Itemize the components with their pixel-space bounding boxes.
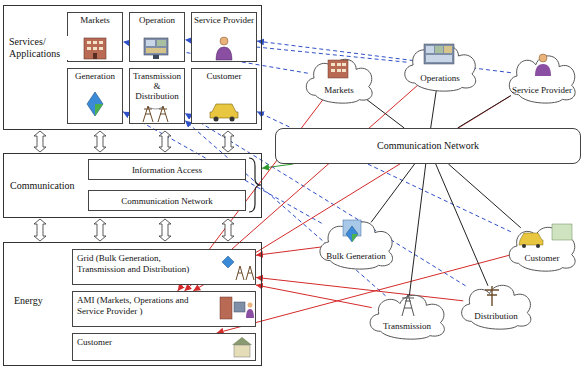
cloud-outline — [462, 285, 531, 329]
cloud-outline — [306, 59, 372, 103]
node-label: Communication Network — [377, 140, 479, 152]
node-label: Transmission & Distribution — [131, 71, 183, 101]
layer-double-arrow — [159, 219, 171, 241]
cloud-outline — [503, 220, 581, 272]
customer-car-icon — [210, 104, 238, 122]
service-box: Transmission & Distribution — [129, 68, 185, 124]
markets-cloud-icon — [328, 60, 348, 78]
grid-icons — [222, 256, 254, 280]
node-label: Grid (Bulk Generation, Transmission and … — [77, 253, 209, 275]
operation-screen-icon — [144, 38, 168, 59]
cloud-outline — [503, 48, 581, 104]
flow-arrow — [256, 247, 322, 255]
transmission-cloud-icon — [402, 294, 414, 316]
market-building-icon — [84, 38, 106, 59]
operations-cloud-icon — [424, 44, 454, 64]
service-box: Markets — [67, 12, 123, 62]
layer-label: Energy — [13, 295, 44, 307]
node-label: Communication Network — [121, 196, 213, 206]
cloud-outline — [509, 56, 575, 103]
network-link — [409, 164, 425, 296]
domain-cloud: Distribution — [455, 278, 537, 330]
node-label: Distribution — [474, 311, 518, 321]
curly-bracket — [249, 158, 261, 212]
domain-cloud: Customer — [503, 220, 581, 272]
layer-box: Information AccessCommunication Network C… — [3, 153, 262, 218]
layer-double-arrow — [94, 219, 106, 241]
node-label: Information Access — [132, 165, 202, 175]
service-box: Generation — [67, 68, 123, 124]
node-label: Customer — [77, 337, 209, 348]
layer-label: Services/ Applications — [8, 36, 72, 60]
layer-double-arrow — [94, 131, 106, 152]
network-bar: Communication Network — [275, 128, 581, 164]
layer-double-arrow — [222, 131, 234, 152]
energy-box: Customer — [72, 333, 256, 361]
network-link — [458, 96, 511, 128]
service-box: Operation — [129, 12, 185, 62]
cloud-outline — [313, 214, 399, 270]
cloud-outline — [509, 227, 575, 271]
layer-double-arrow — [159, 131, 171, 152]
cloud-outline — [405, 46, 476, 92]
network-link — [364, 97, 405, 128]
domain-cloud: Markets — [300, 52, 378, 104]
node-label: Markets — [324, 85, 354, 95]
distribution-cloud-icon — [485, 286, 499, 306]
layer-box: Grid (Bulk Generation, Transmission and … — [3, 242, 262, 366]
layer-label: Communication — [9, 180, 75, 192]
layer-double-arrow — [34, 131, 46, 152]
domain-cloud: Service Provider — [503, 48, 581, 104]
flow-arrow — [256, 277, 463, 300]
domain-cloud: Transmission — [363, 288, 451, 340]
service-provider-cloud-icon — [535, 54, 551, 76]
node-label: Service Provider — [512, 85, 572, 95]
energy-box: Grid (Bulk Generation, Transmission and … — [72, 249, 256, 285]
transmission-tower-icon — [143, 106, 168, 122]
service-provider-person-icon — [216, 37, 232, 60]
node-label: Customer — [525, 253, 560, 263]
network-link — [431, 85, 437, 128]
layer-double-arrow — [222, 219, 234, 241]
node-label: Customer — [193, 71, 255, 81]
network-link — [371, 164, 415, 222]
node-label: AMI (Markets, Operations and Service Pro… — [77, 295, 209, 317]
communication-box: Information Access — [88, 159, 246, 180]
domain-cloud: Bulk Generation — [313, 214, 399, 270]
bulk-generation-cloud-icon — [343, 220, 361, 242]
node-label: Bulk Generation — [326, 251, 386, 261]
layer-double-arrow — [34, 219, 46, 241]
domain-cloud: Operations — [398, 38, 482, 92]
node-label: Operation — [131, 15, 183, 25]
layer-box: Markets Operation Service ProviderGenerati… — [3, 5, 262, 130]
energy-box: AMI (Markets, Operations and Service Pro… — [72, 291, 256, 327]
generation-icon — [87, 92, 103, 116]
service-box: Customer — [191, 68, 257, 124]
node-label: Service Provider — [193, 15, 255, 25]
flow-arrow — [262, 164, 293, 168]
cloud-outline — [370, 295, 444, 339]
node-label: Generation — [69, 71, 121, 81]
cloud-outline — [363, 288, 451, 340]
customer-cloud-icon — [519, 224, 572, 248]
network-link — [436, 164, 488, 286]
service-box: Service Provider — [191, 12, 257, 62]
cloud-outline — [320, 222, 393, 269]
node-label: Transmission — [383, 321, 431, 331]
cloud-outline — [455, 278, 537, 330]
cloud-outline — [398, 38, 482, 92]
communication-box: Communication Network — [88, 190, 246, 211]
node-label: Markets — [69, 15, 121, 25]
cloud-outline — [300, 52, 378, 104]
ami-icons — [220, 297, 254, 319]
node-label: Operations — [420, 73, 460, 83]
customer-house-icon — [232, 337, 252, 357]
